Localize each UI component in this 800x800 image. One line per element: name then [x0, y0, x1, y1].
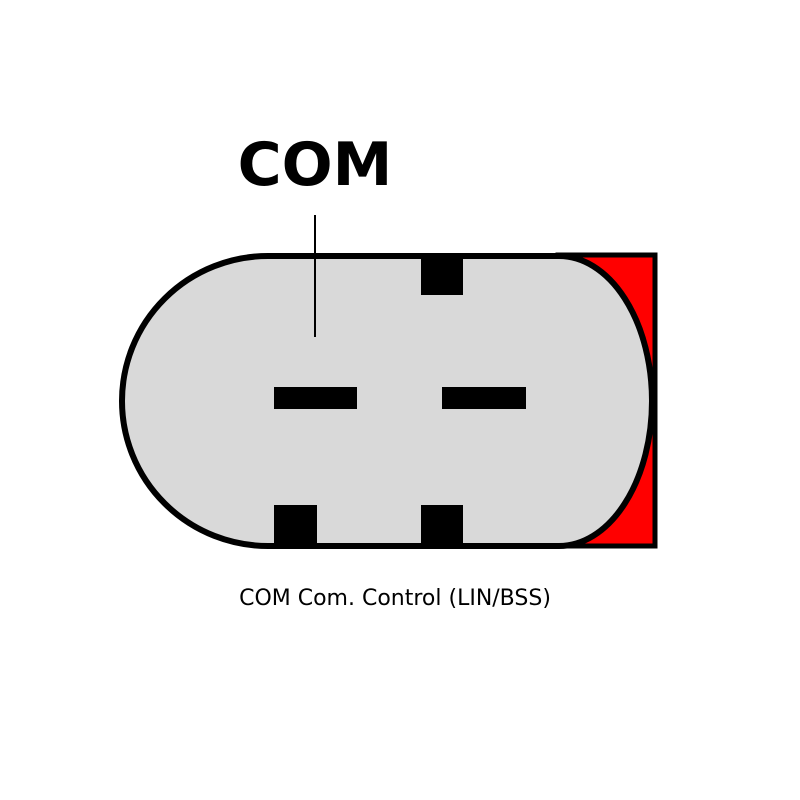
left-center-terminal	[274, 387, 357, 409]
top-terminal	[421, 256, 463, 295]
bottom-left-terminal	[274, 505, 317, 546]
bottom-right-terminal	[421, 505, 463, 546]
right-center-terminal	[442, 387, 526, 409]
connector-body	[119, 253, 655, 549]
caption: COM Com. Control (LIN/BSS)	[239, 586, 551, 611]
pin-label: COM	[238, 130, 393, 200]
